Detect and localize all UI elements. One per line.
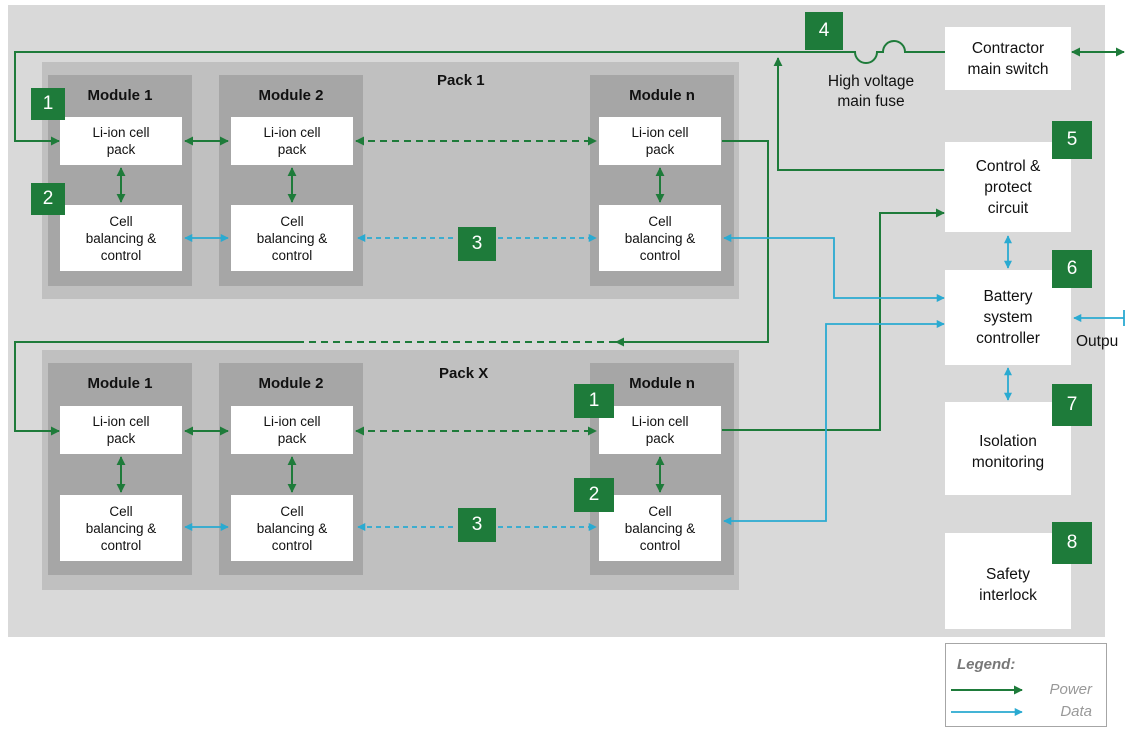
badge-6: 6: [1052, 250, 1092, 288]
badge-1: 1: [574, 384, 614, 418]
badge-2: 2: [574, 478, 614, 512]
pack-x-title: Pack X: [439, 365, 489, 382]
legend-lines: [951, 685, 1023, 717]
module-title: Module 1: [87, 375, 153, 392]
module-title: Module n: [629, 375, 695, 392]
legend-title: Legend:: [957, 656, 1016, 673]
legend: Legend: Power Data: [945, 643, 1107, 727]
badge-4: 4: [805, 12, 843, 50]
legend-power: Power: [1049, 681, 1092, 698]
cell-balancing-control: Cell balancing & control: [599, 495, 721, 561]
module-title: Module n: [629, 87, 695, 104]
cell-balancing-control: Cell balancing & control: [231, 205, 353, 271]
li-ion-cell-pack: Li-ion cell pack: [599, 406, 721, 454]
module-title: Module 2: [258, 375, 324, 392]
output-label: Outpu: [1076, 333, 1119, 350]
badge-5: 5: [1052, 121, 1092, 159]
safety-interlock: Safety interlock: [945, 533, 1071, 629]
li-ion-cell-pack: Li-ion cell pack: [231, 406, 353, 454]
cell-balancing-control: Cell balancing & control: [231, 495, 353, 561]
control-protect-circuit: Control & protect circuit: [945, 142, 1071, 232]
isolation-monitoring: Isolation monitoring: [945, 402, 1071, 495]
legend-data: Data: [1060, 703, 1092, 720]
cell-balancing-control: Cell balancing & control: [60, 205, 182, 271]
li-ion-cell-pack: Li-ion cell pack: [599, 117, 721, 165]
badge-3: 3: [458, 508, 496, 542]
badge-7: 7: [1052, 384, 1092, 426]
cell-balancing-control: Cell balancing & control: [60, 495, 182, 561]
badge-8: 8: [1052, 522, 1092, 564]
badge-3: 3: [458, 227, 496, 261]
module-title: Module 2: [258, 87, 324, 104]
badge-2: 2: [31, 183, 65, 215]
li-ion-cell-pack: Li-ion cell pack: [60, 117, 182, 165]
pack-1-title: Pack 1: [437, 72, 485, 89]
contractor-main-switch: Contractor main switch: [945, 27, 1071, 90]
battery-system-controller: Battery system controller: [945, 270, 1071, 365]
cell-balancing-control: Cell balancing & control: [599, 205, 721, 271]
high-voltage-fuse-label: High voltage main fuse: [827, 73, 915, 110]
module-title: Module 1: [87, 87, 153, 104]
li-ion-cell-pack: Li-ion cell pack: [231, 117, 353, 165]
badge-1: 1: [31, 88, 65, 120]
li-ion-cell-pack: Li-ion cell pack: [60, 406, 182, 454]
